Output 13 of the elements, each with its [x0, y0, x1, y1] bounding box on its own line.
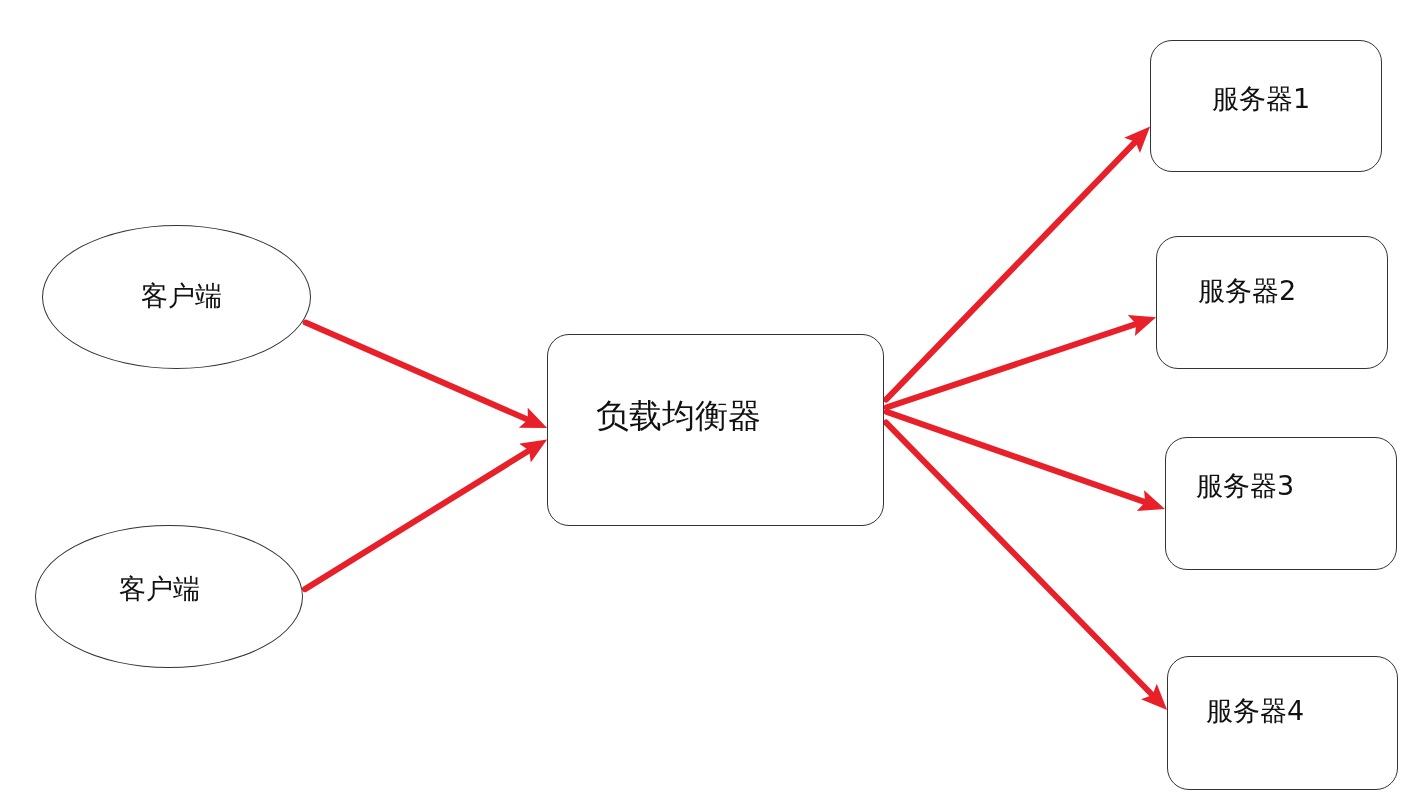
- rounded-box: [1150, 40, 1382, 172]
- rounded-box: [1167, 656, 1398, 790]
- ellipse-shape: [35, 525, 303, 668]
- node-label: 负载均衡器: [595, 397, 761, 435]
- rounded-box: [1165, 437, 1397, 570]
- node-label: 客户端: [140, 280, 222, 312]
- node-label: 服务器3: [1195, 470, 1295, 502]
- node-label: 客户端: [118, 573, 200, 605]
- node-label: 服务器4: [1205, 695, 1305, 727]
- rounded-box: [1156, 236, 1388, 369]
- node-label: 服务器1: [1211, 83, 1311, 115]
- node-label: 服务器2: [1197, 275, 1297, 307]
- rounded-box: [547, 334, 884, 526]
